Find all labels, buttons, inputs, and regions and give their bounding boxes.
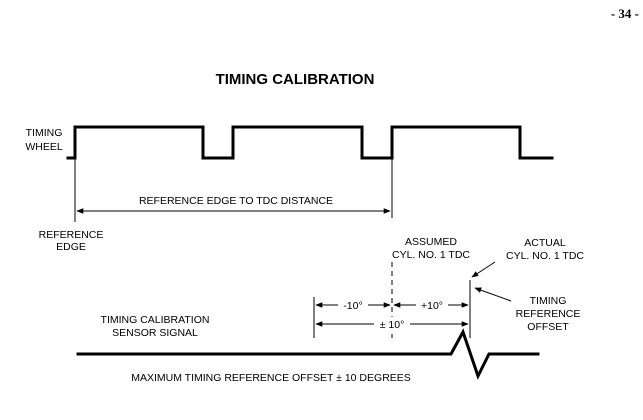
plus-ten-label: +10° bbox=[421, 300, 443, 312]
reference-edge-label-line1: REFERENCE bbox=[39, 229, 104, 241]
page-number: - 34 - bbox=[611, 6, 639, 21]
plus-ten-label-bg bbox=[416, 298, 448, 312]
plus-minus-ten-label: ± 10° bbox=[380, 319, 405, 331]
timing-wheel-label-line1: TIMING bbox=[26, 127, 63, 139]
max-offset-label: MAXIMUM TIMING REFERENCE OFFSET ± 10 DEG… bbox=[131, 372, 411, 384]
timing-wheel-waveform bbox=[66, 125, 554, 160]
actual-tdc-label-line1: ACTUAL bbox=[524, 237, 566, 249]
assumed-tdc-label-line2: CYL. NO. 1 TDC bbox=[392, 249, 470, 261]
timing-ref-offset-arrow bbox=[474, 287, 512, 302]
diagram-title: TIMING CALIBRATION bbox=[216, 71, 375, 88]
timing-ref-offset-label-line2: REFERENCE bbox=[516, 308, 581, 320]
sensor-signal-label-line1: TIMING CALIBRATION bbox=[101, 314, 210, 326]
actual-tdc-arrow bbox=[471, 261, 496, 278]
actual-tdc-label-line2: CYL. NO. 1 TDC bbox=[506, 250, 584, 262]
sensor-signal-label-line2: SENSOR SIGNAL bbox=[112, 327, 198, 339]
plus-minus-ten-label-bg bbox=[374, 317, 410, 331]
minus-ten-label: -10° bbox=[343, 300, 362, 312]
sensor-signal-waveform bbox=[76, 328, 540, 380]
reference-edge-label-line2: EDGE bbox=[56, 241, 86, 253]
minus-ten-label-bg bbox=[338, 298, 368, 312]
timing-wheel-label-line2: WHEEL bbox=[25, 141, 63, 153]
timing-ref-offset-label-line1: TIMING bbox=[530, 295, 567, 307]
assumed-tdc-label-line1: ASSUMED bbox=[405, 236, 457, 248]
distance-label: REFERENCE EDGE TO TDC DISTANCE bbox=[139, 195, 333, 207]
timing-ref-offset-label-line3: OFFSET bbox=[527, 321, 569, 333]
